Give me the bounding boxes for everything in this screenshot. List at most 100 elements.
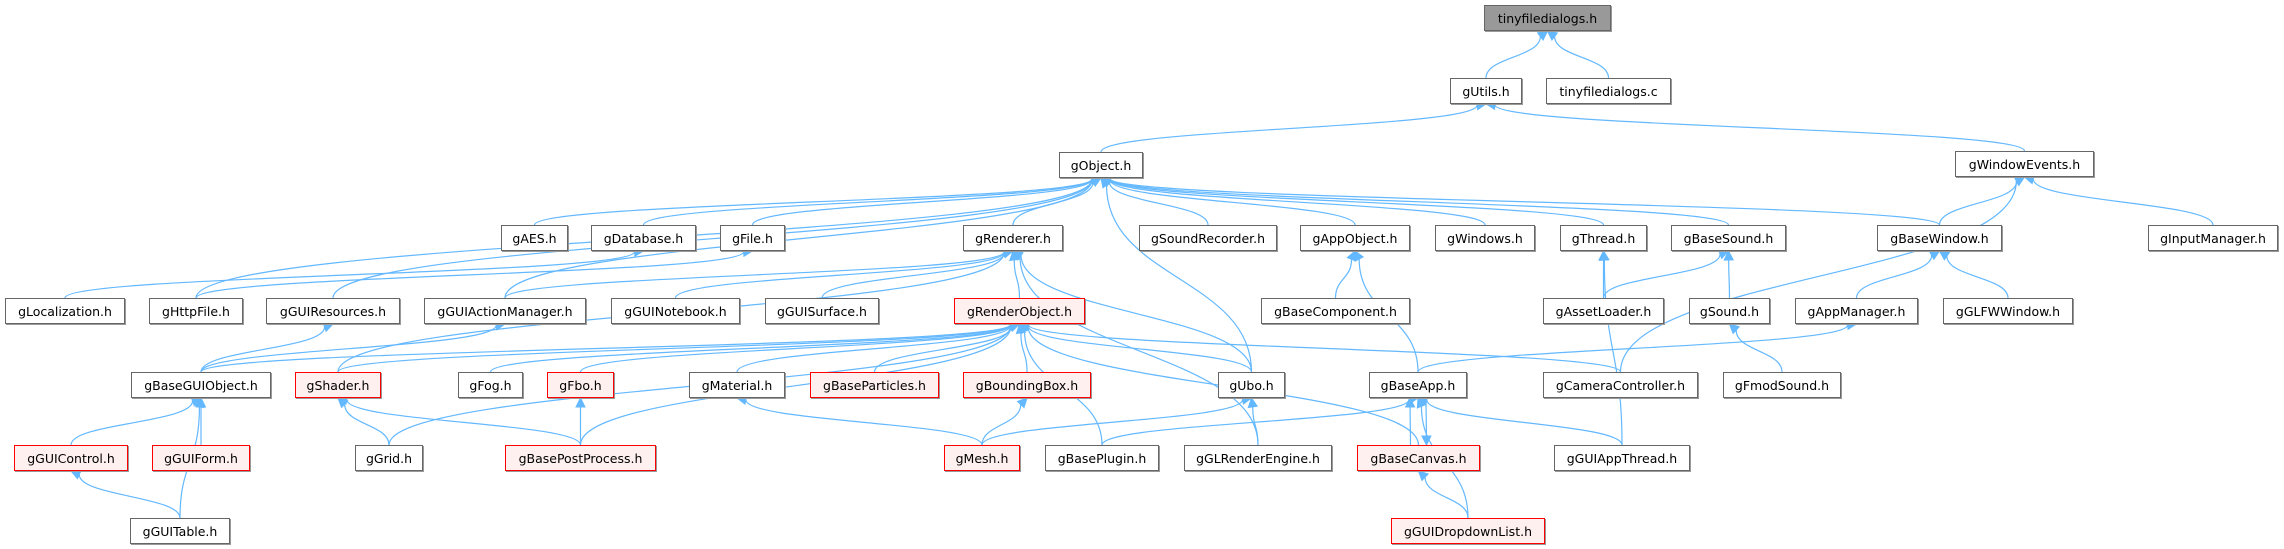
node-gguinotebook[interactable]: gGUINotebook.h <box>611 298 740 324</box>
node-gglfwwindow[interactable]: gGLFWWindow.h <box>1943 298 2073 324</box>
node-gwindowevents[interactable]: gWindowEvents.h <box>1955 151 2094 177</box>
arrowhead-icon <box>1599 249 1610 261</box>
edge-gInputManager-to-gWindowEvents <box>2023 174 2214 226</box>
node-gdatabase[interactable]: gDatabase.h <box>591 225 696 251</box>
edge-gBaseWindow-to-gObject <box>1099 173 1941 226</box>
arrowhead-icon <box>1090 177 1102 188</box>
arrowhead-icon <box>575 396 586 408</box>
node-gaes[interactable]: gAES.h <box>501 225 568 251</box>
edge-gBaseComponent-to-gAppObject <box>1334 249 1357 299</box>
edge-gBaseCanvas-to-gBaseApp <box>1404 396 1416 446</box>
node-gappobject[interactable]: gAppObject.h <box>1300 225 1410 251</box>
node-gguicontrol[interactable]: gGUIControl.h <box>14 445 128 471</box>
edge-gMesh-to-gMaterial <box>735 394 983 446</box>
node-gwindows[interactable]: gWindows.h <box>1435 225 1535 251</box>
node-gbaseguiobject[interactable]: gBaseGUIObject.h <box>131 372 271 398</box>
node-gguiresources[interactable]: gGUIResources.h <box>266 298 400 324</box>
arrowhead-icon <box>1938 250 1951 261</box>
edge-gBasePostProcess-to-gShader <box>336 394 582 446</box>
node-gbaseapp[interactable]: gBaseApp.h <box>1369 372 1467 398</box>
arrowhead-icon <box>1536 30 1549 41</box>
edge-gAppManager-to-gBaseWindow <box>1855 250 1941 299</box>
edge-gFog-to-gRenderObject <box>489 319 1021 373</box>
edge-gGUIDropdownList-to-gBaseCanvas <box>1417 470 1469 519</box>
edge-gObject-to-gUtils <box>1100 99 1488 153</box>
node-gguidropdownlist[interactable]: gGUIDropdownList.h <box>1391 518 1545 544</box>
node-gbasesound[interactable]: gBaseSound.h <box>1671 225 1786 251</box>
node-gsound[interactable]: gSound.h <box>1689 298 1770 324</box>
node-gfmodsound[interactable]: gFmodSound.h <box>1723 372 1841 398</box>
edge-gUtils-to-tinyfiledialogs_h <box>1485 30 1549 79</box>
node-grenderobject[interactable]: gRenderObject.h <box>954 298 1085 324</box>
arrowhead-icon <box>1354 250 1365 262</box>
node-gfog[interactable]: gFog.h <box>458 372 523 398</box>
arrowhead-icon <box>1723 249 1735 261</box>
arrowhead-icon <box>1247 396 1259 409</box>
arrowhead-icon <box>1016 397 1028 409</box>
node-tinyfiledialogs-c[interactable]: tinyfiledialogs.c <box>1546 78 1671 104</box>
node-gshader[interactable]: gShader.h <box>295 372 381 398</box>
edge-gBasePostProcess-to-gFbo <box>575 396 586 445</box>
node-ginputmanager[interactable]: gInputManager.h <box>2148 225 2278 251</box>
edge-gGLRenderEngine-to-gRenderer <box>1012 250 1259 446</box>
edge-gFmodSound-to-gSound <box>1728 323 1783 373</box>
node-gguitable[interactable]: gGUITable.h <box>130 518 230 544</box>
node-gassetloader[interactable]: gAssetLoader.h <box>1543 298 1664 324</box>
node-gmaterial[interactable]: gMaterial.h <box>689 372 785 398</box>
node-gthread[interactable]: gThread.h <box>1560 225 1647 251</box>
arrowhead-icon <box>1728 323 1741 335</box>
edge-gSound-to-gBaseSound <box>1723 249 1735 299</box>
edge-gBaseApp-to-gAppManager <box>1417 319 1858 373</box>
node-gboundingbox[interactable]: gBoundingBox.h <box>963 372 1091 398</box>
edge-gGUIAppThread-to-gBaseApp <box>1416 394 1623 446</box>
arrowhead-icon <box>1416 396 1427 409</box>
node-glocalization[interactable]: gLocalization.h <box>5 298 125 324</box>
node-ggrid[interactable]: gGrid.h <box>355 445 423 471</box>
arrowhead-icon <box>1421 435 1432 447</box>
node-gcameracontroller[interactable]: gCameraController.h <box>1543 372 1698 398</box>
node-gappmanager[interactable]: gAppManager.h <box>1795 298 1918 324</box>
node-gbaseparticles[interactable]: gBaseParticles.h <box>810 372 939 398</box>
node-gsoundrecorder[interactable]: gSoundRecorder.h <box>1139 225 1277 251</box>
node-gbasewindow[interactable]: gBaseWindow.h <box>1877 225 2002 251</box>
arrowhead-icon <box>1546 30 1559 42</box>
node-gfbo[interactable]: gFbo.h <box>547 372 614 398</box>
edge-gBasePostProcess-to-gRenderObject <box>579 321 1021 446</box>
node-gmesh[interactable]: gMesh.h <box>944 445 1020 471</box>
edge-gHttpFile-to-gFile <box>195 246 754 299</box>
node-gglrenderengine[interactable]: gGLRenderEngine.h <box>1184 445 1332 471</box>
edge-gAES-to-gObject <box>533 173 1103 226</box>
node-gfile[interactable]: gFile.h <box>720 225 785 251</box>
node-gbaseplugin[interactable]: gBasePlugin.h <box>1045 445 1159 471</box>
node-gutils[interactable]: gUtils.h <box>1450 78 1522 104</box>
edge-gGLRenderEngine-to-gUbo <box>1247 396 1259 446</box>
node-grenderer[interactable]: gRenderer.h <box>963 225 1063 251</box>
edge-gBasePlugin-to-gBaseApp <box>1101 394 1420 446</box>
edge-gGUISurface-to-gRenderer <box>821 248 1015 299</box>
edge-gGrid-to-gShader <box>337 397 390 446</box>
node-gguiappthread[interactable]: gGUIAppThread.h <box>1554 445 1690 471</box>
edge-gAssetLoader-to-gBaseSound <box>1602 249 1730 299</box>
node-gbasecomponent[interactable]: gBaseComponent.h <box>1261 298 1410 324</box>
node-tinyfiledialogs-h: tinyfiledialogs.h <box>1484 5 1611 31</box>
node-gbasepostprocess[interactable]: gBasePostProcess.h <box>505 445 656 471</box>
edge-gBaseApp-to-gBaseCanvas <box>1421 397 1432 447</box>
arrowhead-icon <box>194 396 205 409</box>
node-ghttpfile[interactable]: gHttpFile.h <box>149 298 243 324</box>
node-gguiform[interactable]: gGUIForm.h <box>152 445 250 471</box>
arrowhead-icon <box>1404 396 1416 408</box>
edge-gGUIAppThread-to-gThread <box>1599 249 1623 446</box>
arrowhead-icon <box>1346 249 1357 262</box>
edge-gLocalization-to-gDatabase <box>64 246 645 299</box>
arrowhead-icon <box>322 322 335 333</box>
edge-gGUINotebook-to-gRenderer <box>674 247 1015 299</box>
node-gbasecanvas[interactable]: gBaseCanvas.h <box>1357 445 1480 471</box>
edge-tinyfiledialogs_c-to-tinyfiledialogs_h <box>1546 30 1610 79</box>
node-gobject[interactable]: gObject.h <box>1059 152 1143 178</box>
node-gguisurface[interactable]: gGUISurface.h <box>765 298 879 324</box>
edge-gUbo-to-gRenderObject <box>1018 320 1253 373</box>
edge-gGUITable-to-gGUIControl <box>69 469 181 519</box>
node-gguiactionmanager[interactable]: gGUIActionManager.h <box>424 298 586 324</box>
node-gubo[interactable]: gUbo.h <box>1218 372 1285 398</box>
